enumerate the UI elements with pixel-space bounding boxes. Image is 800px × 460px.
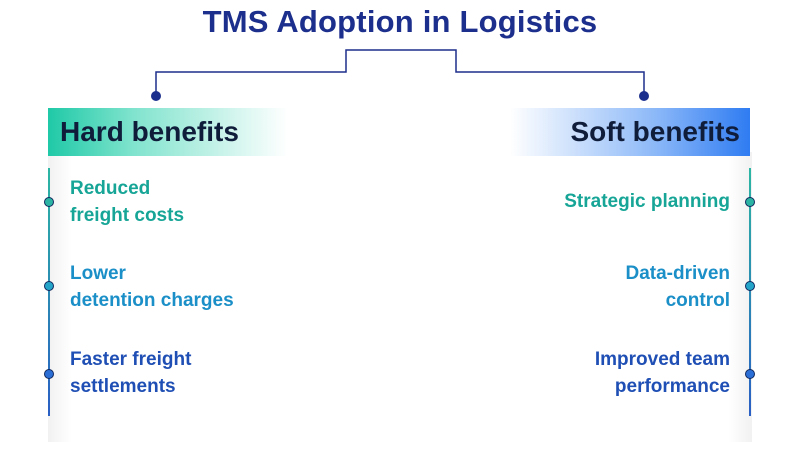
soft-item-1: Strategic planning: [564, 188, 730, 215]
connector-dot-right: [639, 91, 649, 101]
soft-item-3-line1: Improved team: [594, 349, 730, 370]
soft-item-3: Improved team performance: [595, 346, 730, 400]
hard-item-2-line1: Lower: [70, 263, 126, 284]
hard-item-2: Lower detention charges: [70, 260, 234, 314]
hard-item-2-line2: detention charges: [70, 290, 234, 311]
soft-item-1-marker: [745, 197, 755, 207]
soft-item-2-line2: control: [665, 290, 730, 311]
soft-item-3-marker: [745, 369, 755, 379]
soft-item-1-line1: Strategic planning: [564, 191, 730, 212]
hard-panel-shadow: [48, 152, 72, 442]
hard-item-3-line2: settlements: [70, 376, 176, 397]
soft-item-2-line1: Data-driven: [625, 263, 730, 284]
page-title: TMS Adoption in Logistics: [202, 4, 598, 39]
hard-item-1: Reduced freight costs: [70, 175, 184, 229]
connector-dot-left: [151, 91, 161, 101]
soft-item-2-marker: [745, 281, 755, 291]
hard-item-2-marker: [44, 281, 54, 291]
hard-item-1-marker: [44, 197, 54, 207]
hard-item-1-line2: freight costs: [70, 205, 185, 226]
hard-item-3-line1: Faster freight: [70, 349, 192, 370]
soft-item-2: Data-driven control: [625, 260, 730, 314]
title-connector: [151, 49, 649, 101]
soft-benefits-heading: Soft benefits: [510, 108, 750, 156]
hard-item-1-line1: Reduced: [70, 178, 151, 199]
soft-timeline-line: [749, 168, 751, 416]
hard-item-3: Faster freight settlements: [70, 346, 191, 400]
hard-benefits-heading: Hard benefits: [48, 108, 288, 156]
hard-timeline-line: [48, 168, 50, 416]
soft-item-3-line2: performance: [614, 376, 730, 397]
hard-item-3-marker: [44, 369, 54, 379]
